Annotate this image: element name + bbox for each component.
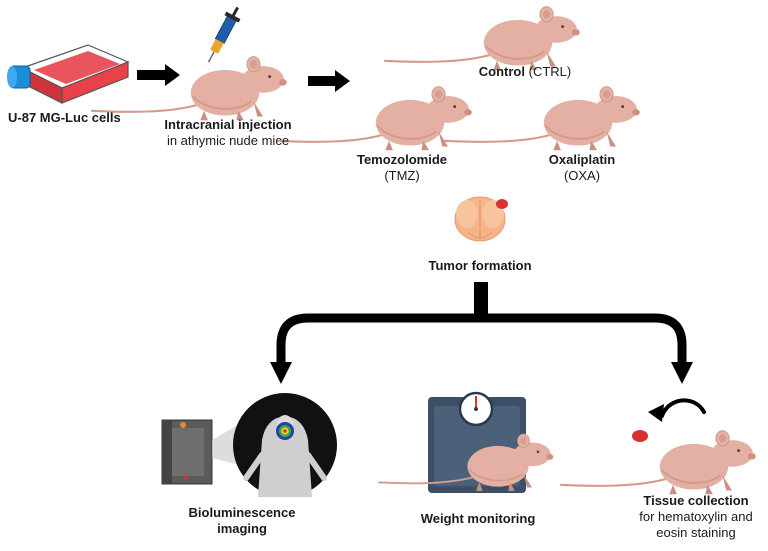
oxa-mouse-icon <box>443 85 641 152</box>
imaging-label-line2: imaging <box>217 521 267 536</box>
arrow-right-icon <box>308 70 350 92</box>
injection-label-sub: in athymic nude mice <box>166 133 290 148</box>
tmz-label-title: Temozolomide <box>356 152 448 167</box>
control-label-title: Control <box>478 64 525 79</box>
arrow-right-icon <box>137 64 180 86</box>
cells-label: U-87 MG-Luc cells <box>8 110 121 125</box>
control-mouse-icon <box>383 5 581 72</box>
injection-label-title: Intracranial injection <box>164 117 292 132</box>
tmz-label-sub: (TMZ) <box>384 168 420 183</box>
injected-mouse-icon <box>90 6 288 122</box>
tissue-label-sub1: for hematoxylin and <box>639 509 753 524</box>
control-label-sub: (CTRL) <box>528 64 572 79</box>
injection-label: Intracranial injection in athymic nude m… <box>157 117 299 149</box>
tmz-label: Temozolomide (TMZ) <box>350 152 454 184</box>
bioluminescence-scan-icon <box>233 393 337 497</box>
tissue-label-sub2: eosin staining <box>656 525 736 540</box>
imaging-label-line1: Bioluminescence <box>188 505 296 520</box>
oxa-label: Oxaliplatin (OXA) <box>530 152 634 184</box>
imaging-label: Bioluminescence imaging <box>180 505 304 537</box>
oxa-label-title: Oxaliplatin <box>548 152 616 167</box>
brain-tumor-icon <box>454 196 508 242</box>
weight-label: Weight monitoring <box>420 511 536 526</box>
tissue-collection-icon <box>632 398 706 442</box>
tissue-label-title: Tissue collection <box>643 493 749 508</box>
tmz-mouse-icon <box>275 85 473 152</box>
oxa-label-sub: (OXA) <box>563 168 601 183</box>
tumor-label: Tumor formation <box>428 258 532 273</box>
control-label: Control (CTRL) <box>470 64 580 80</box>
tissue-mouse-icon <box>559 429 757 496</box>
branch-arrow <box>270 282 693 384</box>
cell-culture-flask-icon <box>7 44 130 104</box>
tissue-label: Tissue collection for hematoxylin and eo… <box>628 493 764 541</box>
